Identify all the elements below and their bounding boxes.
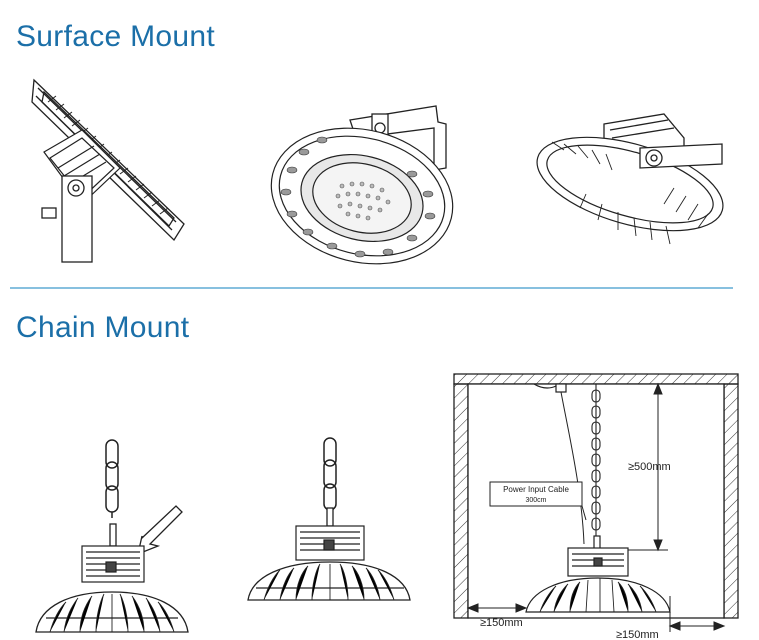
section-divider (10, 287, 733, 289)
cable-label-box (489, 481, 587, 521)
left-clearance-dimension (466, 603, 528, 613)
underside-lens-dots (335, 181, 391, 221)
rear-bracket (639, 143, 723, 169)
surface-mount-underside-view (270, 105, 454, 265)
lamp-hook-2 (326, 507, 334, 527)
hanging-chain (591, 384, 601, 540)
underside-rim-holes (280, 136, 436, 258)
chain-links (105, 439, 119, 518)
chain-mount-heading: Chain Mount (16, 311, 190, 344)
lamp-fins-1 (49, 593, 175, 633)
power-cable (560, 391, 585, 545)
chain-mount-step-attach (35, 439, 189, 633)
chain-links-2 (323, 437, 337, 511)
installed-lamp (525, 535, 671, 613)
lamp-driver (81, 545, 145, 583)
cable-length-label: 300cm (525, 497, 546, 504)
height-dimension (628, 382, 668, 552)
surface-mount-heading: Surface Mount (16, 20, 216, 53)
underside-body (270, 127, 454, 265)
rear-fins (551, 141, 709, 245)
left-clearance-label: ≥150mm (480, 617, 523, 629)
lamp-hook (109, 523, 117, 547)
direction-arrow-icon (137, 505, 183, 556)
lamp-driver-2 (295, 525, 365, 561)
bottom-clearance-label: ≥150mm (616, 629, 659, 640)
chain-mount-clearance-diagram: ≥500mm Power Input Cable 300cm ≥150mm ≥1… (453, 373, 739, 640)
chain-mount-step-hung (247, 437, 411, 601)
surface-mount-side-view (31, 78, 185, 263)
bottom-clearance-dimension (668, 596, 726, 632)
height-clearance-label: ≥500mm (628, 461, 671, 473)
lamp-side-bracket (41, 175, 93, 263)
lamp-fins-2 (263, 563, 395, 601)
installed-lamp-fins (539, 578, 657, 613)
surface-mount-rear-view (536, 113, 724, 245)
cable-label: Power Input Cable (503, 485, 569, 494)
